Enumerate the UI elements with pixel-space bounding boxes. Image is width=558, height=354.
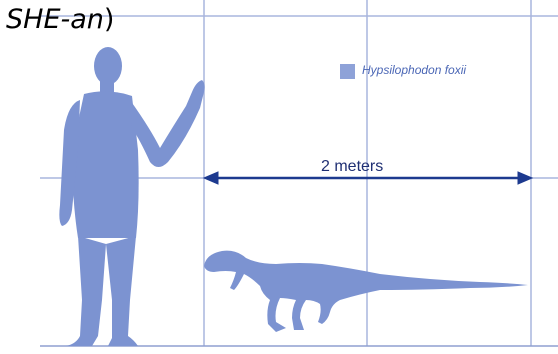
closing-paren: ) [104,4,115,35]
human-silhouette [59,47,204,346]
pronunciation-text: SHE-an [6,4,104,35]
hypsilophodon-silhouette [204,251,528,332]
overlay-caption: SHE-an) [6,4,114,36]
legend-swatch [340,64,355,79]
scale-label: 2 meters [321,158,383,176]
legend-label: Hypsilophodon foxii [362,63,466,77]
